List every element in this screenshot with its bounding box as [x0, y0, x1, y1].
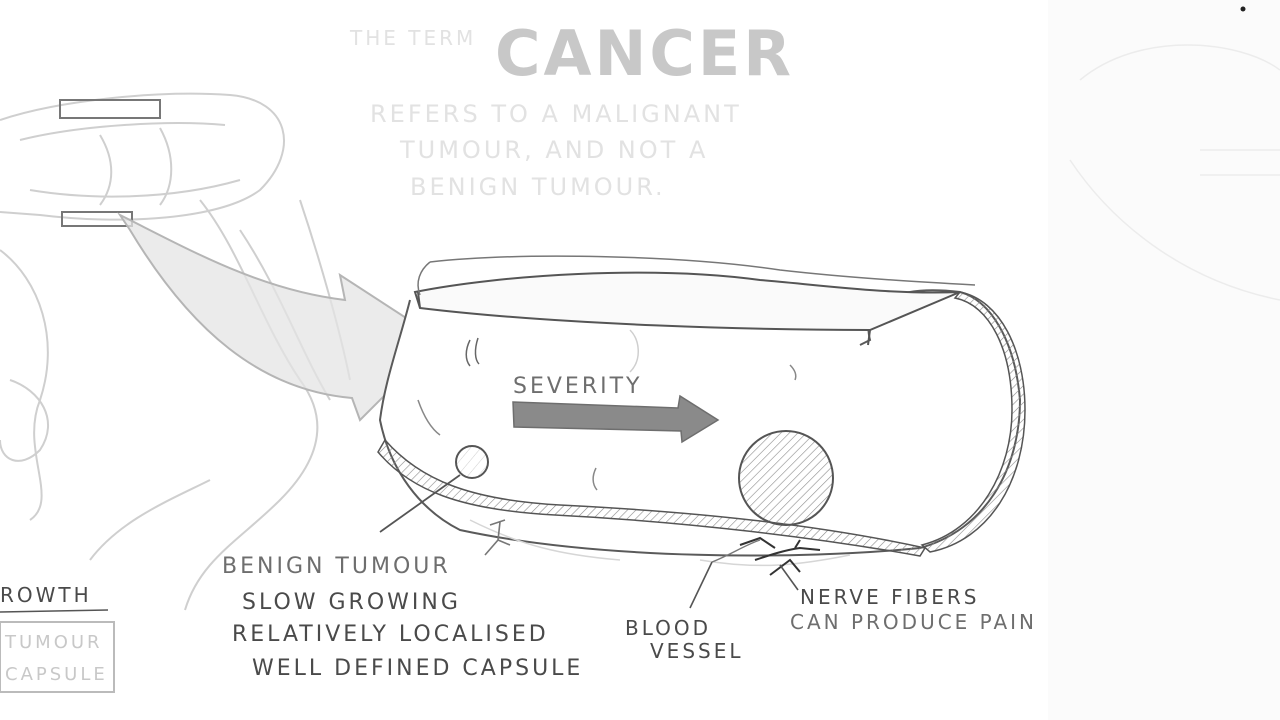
benign-point-2: RELATIVELY LOCALISED — [232, 622, 549, 647]
severity-label: SEVERITY — [513, 374, 642, 399]
benign-tumour-notes: BENIGN TUMOUR SLOW GROWING RELATIVELY LO… — [222, 554, 583, 681]
heading-line-1: REFERS TO A MALIGNANT — [370, 100, 742, 128]
blood-vessel-pointer — [690, 562, 712, 608]
nerve-fibers-note: NERVE FIBERS CAN PRODUCE PAIN — [790, 585, 1037, 634]
malignant-tumour-mass — [739, 431, 833, 525]
tumour-label: TUMOUR — [4, 632, 103, 653]
blood-label-2: VESSEL — [650, 639, 744, 663]
heading-line-2: TUMOUR, AND NOT A — [399, 136, 708, 164]
growth-label: ROWTH — [0, 583, 92, 607]
benign-title: BENIGN TUMOUR — [222, 554, 451, 579]
growth-note: ROWTH TUMOUR CAPSULE — [0, 583, 114, 692]
heading: THE TERM CANCER REFERS TO A MALIGNANT TU… — [349, 17, 794, 201]
benign-point-1: SLOW GROWING — [242, 590, 461, 615]
capsule-label: CAPSULE — [5, 664, 108, 685]
blood-vessel-note: BLOOD VESSEL — [625, 616, 744, 663]
nerve-label-1: NERVE FIBERS — [800, 585, 979, 609]
faint-background-panel — [1048, 0, 1280, 720]
nerve-label-2: CAN PRODUCE PAIN — [790, 610, 1037, 634]
marker-dot — [1241, 7, 1246, 12]
heading-title: CANCER — [495, 17, 794, 90]
heading-line-3: BENIGN TUMOUR. — [410, 173, 666, 201]
heading-prefix: THE TERM — [349, 26, 476, 50]
nerve-pointer — [780, 565, 798, 590]
benign-point-3: WELL DEFINED CAPSULE — [252, 656, 583, 681]
blood-label-1: BLOOD — [625, 616, 711, 640]
